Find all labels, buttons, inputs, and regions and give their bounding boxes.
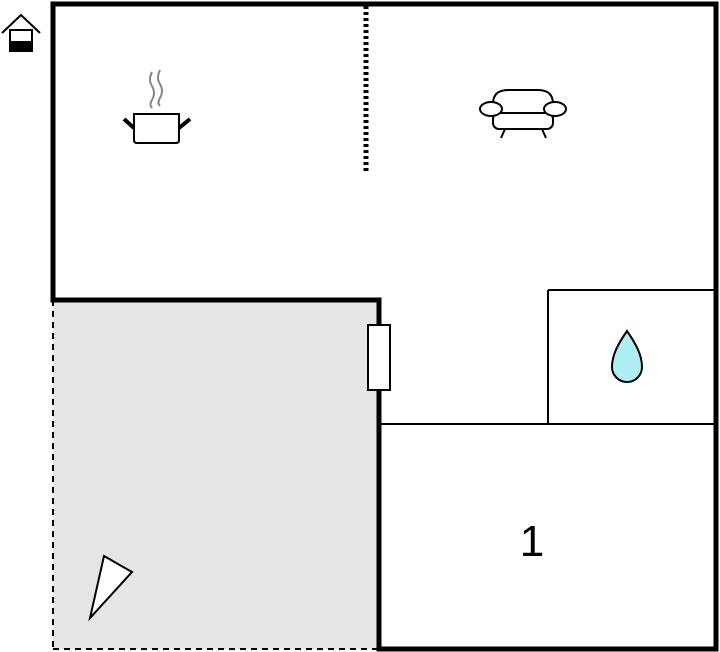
bedroom-label: 1: [520, 517, 544, 566]
terrace-door: [367, 324, 391, 391]
bathroom-water-drop-icon: [610, 329, 644, 383]
kitchen-pot-icon: [122, 69, 192, 144]
exterior-walls: [50, 1, 719, 652]
terrace-triangle-icon: [88, 554, 134, 622]
floor-level-icon: [1, 13, 41, 52]
interior-walls: [379, 289, 716, 425]
sofa-icon: [479, 89, 567, 139]
